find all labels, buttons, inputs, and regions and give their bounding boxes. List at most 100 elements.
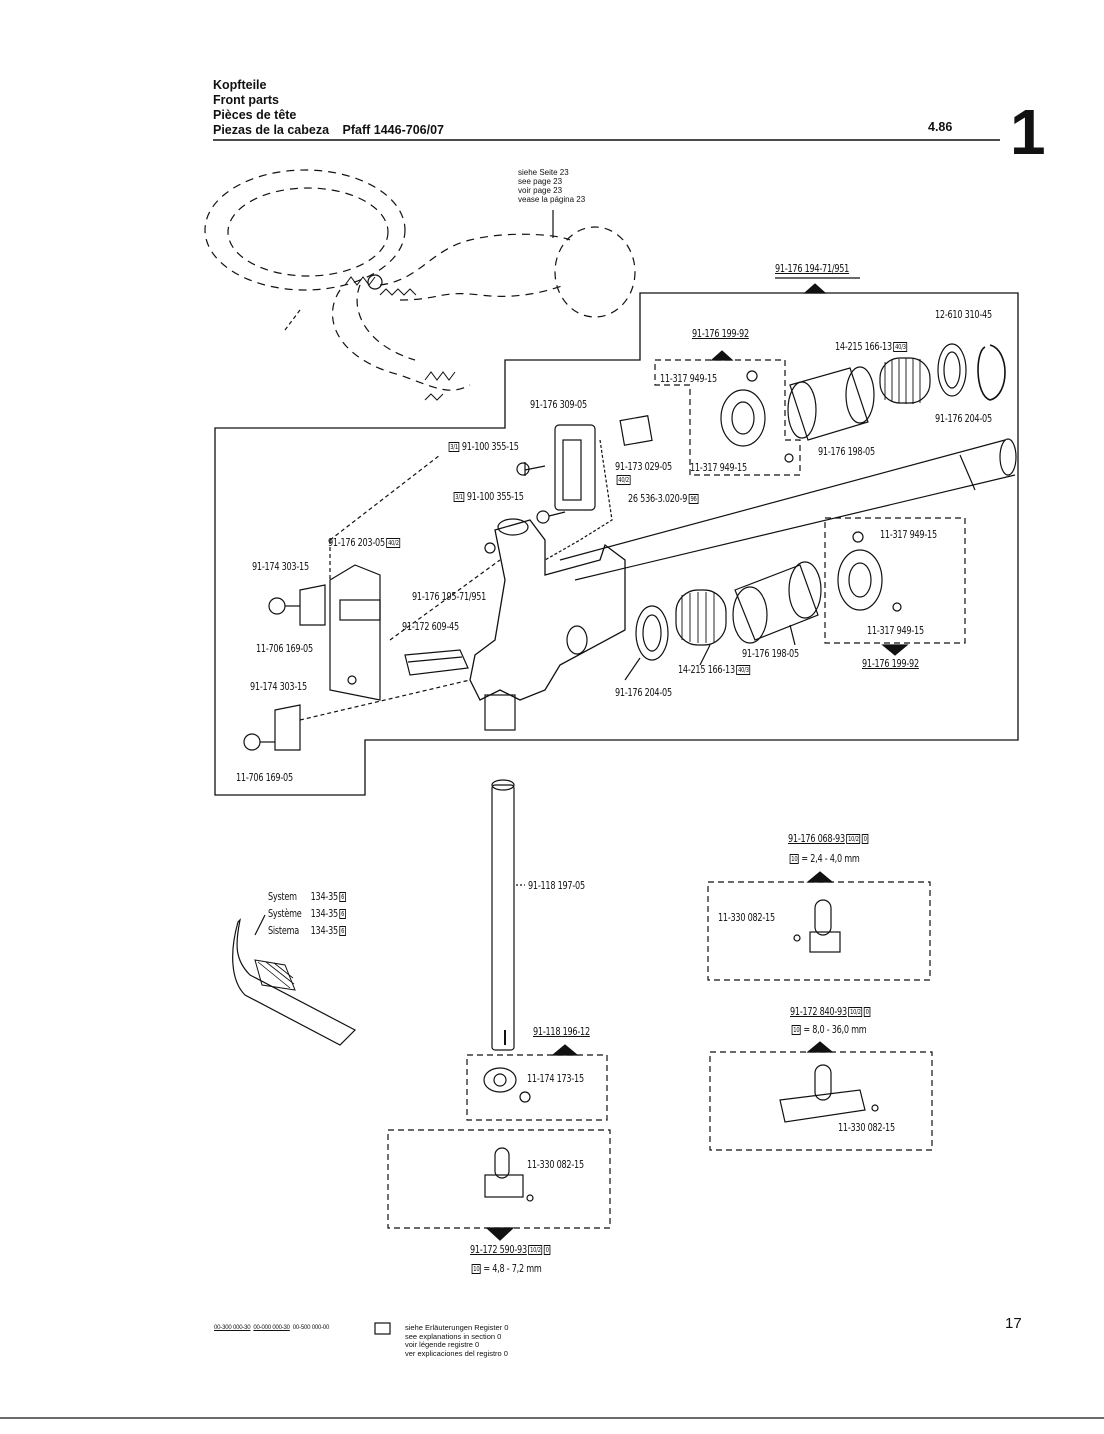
- badge-40-2-b: 40/2: [386, 538, 401, 548]
- plate-upper: [299, 584, 326, 626]
- washer-lower: [635, 605, 669, 661]
- arrow-up-2: [710, 350, 734, 361]
- shaft-bottom: [574, 474, 1016, 581]
- upper-dashed-box: [654, 359, 801, 476]
- casting-bore: [566, 625, 588, 655]
- header-line-es: Piezas de la cabeza Pfaff 1446-706/07: [213, 123, 444, 138]
- badge-10-2-c: 10/2: [528, 1245, 543, 1255]
- part-label-11-174-173: 11-174 173-15: [527, 1072, 584, 1085]
- hose-to-box: [379, 233, 571, 286]
- head-casting: [469, 519, 626, 701]
- nozzle-bracket: [554, 424, 596, 511]
- bushing-upper: [789, 367, 869, 441]
- grub-screw-2: [784, 453, 794, 463]
- see-page-fr: voir page 23: [518, 186, 563, 195]
- collar-upper: [720, 389, 766, 447]
- badge-40-2-a: 40/2: [616, 475, 631, 485]
- footer-notes: siehe Erläuterungen Register 0 see expla…: [405, 1323, 509, 1358]
- header-block: Kopfteile Front parts Pièces de tête Pie…: [213, 78, 444, 138]
- hose-loop-inner: [227, 187, 389, 277]
- clamp: [483, 1067, 517, 1093]
- badge-10-b: 10: [791, 1025, 802, 1035]
- hose-clamp-1: [344, 276, 417, 296]
- screw-1: [524, 462, 546, 476]
- casting-hole: [484, 542, 496, 554]
- badge-3-1-b: 3/1: [453, 492, 465, 502]
- arrow-up-3: [551, 1044, 579, 1056]
- part-label-91-100-355-a: 3/1 91-100 355-15: [448, 440, 519, 453]
- tool-2: [779, 1089, 866, 1123]
- hose-lower-2: [356, 284, 416, 361]
- shaft-end: [999, 438, 1017, 476]
- badge-10-a: 10: [789, 854, 800, 864]
- hose-lower: [331, 289, 471, 391]
- part-label-91-174-303-lower: 91-174 303-15: [250, 680, 307, 693]
- part-label-11-317-d: 11-317 949-15: [867, 624, 924, 637]
- header-line-en: Front parts: [213, 93, 279, 107]
- badge-3-1-a: 3/1: [448, 442, 460, 452]
- badge-10-2-a: 10/2: [846, 834, 861, 844]
- needle-finger: [232, 918, 357, 1046]
- bushing-lower: [734, 564, 819, 641]
- part-label-91-174-303-upper: 91-174 303-15: [252, 560, 309, 573]
- section-number: 1: [1010, 96, 1046, 168]
- bottom-tool-box: [387, 1129, 611, 1229]
- footer-note-de: siehe Erläuterungen Register 0: [405, 1323, 509, 1332]
- arrow-up-5: [806, 1041, 834, 1053]
- part-label-91-172-609: 91-172 609-45: [402, 620, 459, 633]
- footer-code-2: 00-000 000-30: [253, 1325, 290, 1331]
- washer-upper: [937, 343, 967, 397]
- needle-bar: [491, 784, 515, 1051]
- model-name: Pfaff 1446-706/07: [342, 123, 444, 137]
- tool-1: [809, 931, 841, 953]
- badge-40-3-b: 40/3: [736, 665, 751, 675]
- badge-0-b: 0: [864, 1007, 871, 1017]
- hose-clamp-ring: [367, 274, 383, 290]
- circlip-upper: [977, 344, 1006, 401]
- casting-top-bore: [497, 518, 529, 536]
- arrow-up-1: [803, 283, 827, 294]
- tool-box-2: [709, 1051, 933, 1151]
- hose-end-cap: [554, 226, 636, 318]
- arrow-down-2: [485, 1227, 515, 1241]
- part-label-11-330-c: 11-330 082-15: [838, 1121, 895, 1134]
- part-label-91-100-355-b: 3/1 91-100 355-15: [453, 490, 524, 503]
- collar-lower: [837, 549, 883, 611]
- needle-bearing-upper: [879, 357, 931, 404]
- footer-code-3: 00-500 000-00: [292, 1325, 330, 1331]
- part-label-11-330-b: 11-330 082-15: [527, 1158, 584, 1171]
- badge-40-3: 40/3: [893, 342, 908, 352]
- range-label-3: 10 = 4,8 - 7,2 mm: [471, 1262, 542, 1275]
- footer-note-es: ver explicaciones del registro 0: [405, 1348, 508, 1358]
- screw-lower: [243, 733, 261, 751]
- part-label-91-118-197: 91-118 197-05: [528, 879, 585, 892]
- part-label-91-176-194: 91-176 194-71/951: [775, 262, 850, 275]
- part-label-11-706-lower: 11-706 169-05: [236, 771, 293, 784]
- badge-0-c: 0: [544, 1245, 551, 1255]
- screw-upper: [268, 597, 286, 615]
- plate-lower: [274, 704, 301, 751]
- needle-bar-stub: [484, 694, 516, 731]
- hose-strip: [544, 439, 613, 561]
- part-label-91-176-204-lower: 91-176 204-05: [615, 686, 672, 699]
- part-label-91-176-198-upper: 91-176 198-05: [818, 445, 875, 458]
- bracket-upper: [329, 564, 381, 701]
- hose-to-box-2: [399, 284, 566, 301]
- pad-stack: [404, 649, 469, 676]
- hose-clamp-2: [424, 371, 456, 401]
- see-page-de: siehe Seite 23: [518, 168, 569, 177]
- see-page-note: siehe Seite 23 see page 23 voir page 23 …: [518, 168, 585, 204]
- header-line-fr: Pièces de tête: [213, 108, 297, 122]
- part-label-91-176-309: 91-176 309-05: [530, 398, 587, 411]
- needle-bearing-lower: [675, 589, 727, 646]
- footer-note-fr: voir légende registre 0: [405, 1340, 480, 1349]
